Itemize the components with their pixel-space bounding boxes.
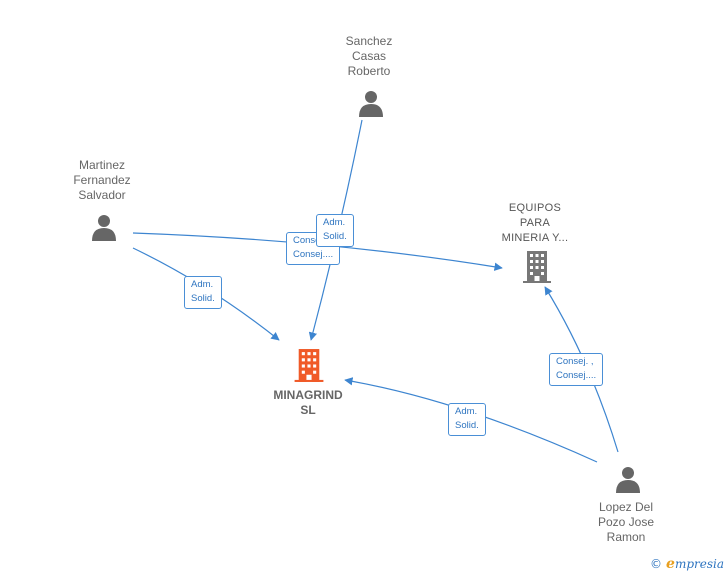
label-line: Roberto	[347, 64, 391, 78]
edge-label-line: Consej....	[556, 370, 597, 381]
brand-initial: e	[666, 556, 675, 572]
node-label-martinez[interactable]: Martinez Fernandez Salvador	[47, 158, 157, 203]
label-line: MINAGRIND	[273, 388, 343, 402]
person-icon[interactable]	[90, 213, 118, 241]
edge-label-lopez-minagrind[interactable]: Adm. Solid.	[448, 403, 486, 436]
copyright-brand: ©empresia	[650, 556, 724, 572]
person-icon[interactable]	[614, 465, 642, 493]
label-line: Salvador	[78, 188, 126, 202]
label-line: Pozo Jose	[597, 515, 655, 529]
building-icon[interactable]	[522, 250, 552, 284]
label-line: Ramon	[606, 530, 646, 544]
label-line: Fernandez	[73, 173, 131, 187]
edge-label-line: Adm.	[455, 406, 478, 417]
node-label-sanchez[interactable]: Sanchez Casas Roberto	[314, 34, 424, 79]
label-line: EQUIPOS	[508, 202, 562, 214]
edge-label-line: Solid.	[191, 293, 215, 304]
copyright-symbol: ©	[650, 557, 663, 571]
label-line: Lopez Del	[598, 500, 654, 514]
person-icon[interactable]	[357, 89, 385, 117]
building-icon-main[interactable]	[293, 348, 325, 383]
label-line: Sanchez	[345, 34, 393, 48]
label-line: PARA	[519, 217, 551, 229]
edge-label-line: Solid.	[455, 420, 479, 431]
edge-label-line: Adm.	[191, 279, 214, 290]
edge-label-line: Consej....	[293, 249, 334, 260]
edge-label-line: Consej. ,	[556, 356, 594, 367]
label-line: Casas	[351, 49, 386, 63]
label-line: Martinez	[78, 158, 125, 172]
node-label-lopez[interactable]: Lopez Del Pozo Jose Ramon	[571, 500, 681, 545]
edge-label-lopez-equipos[interactable]: Consej. , Consej....	[549, 353, 604, 386]
edge-label-line: Consej. ,	[293, 235, 331, 246]
edge-label-line: Adm.	[323, 217, 346, 228]
node-label-equipos[interactable]: EQUIPOS PARA MINERIA Y...	[480, 201, 590, 246]
edge-label-martinez-minagrind[interactable]: Adm. Solid.	[184, 276, 222, 309]
brand-name: mpresia	[674, 557, 724, 571]
edge-label-sanchez-minagrind[interactable]: Adm. Solid.	[316, 214, 354, 247]
edge-label-line: Solid.	[323, 231, 347, 242]
label-line: MINERIA Y...	[501, 232, 569, 244]
label-line: SL	[300, 403, 316, 417]
node-label-minagrind[interactable]: MINAGRIND SL	[253, 388, 363, 418]
